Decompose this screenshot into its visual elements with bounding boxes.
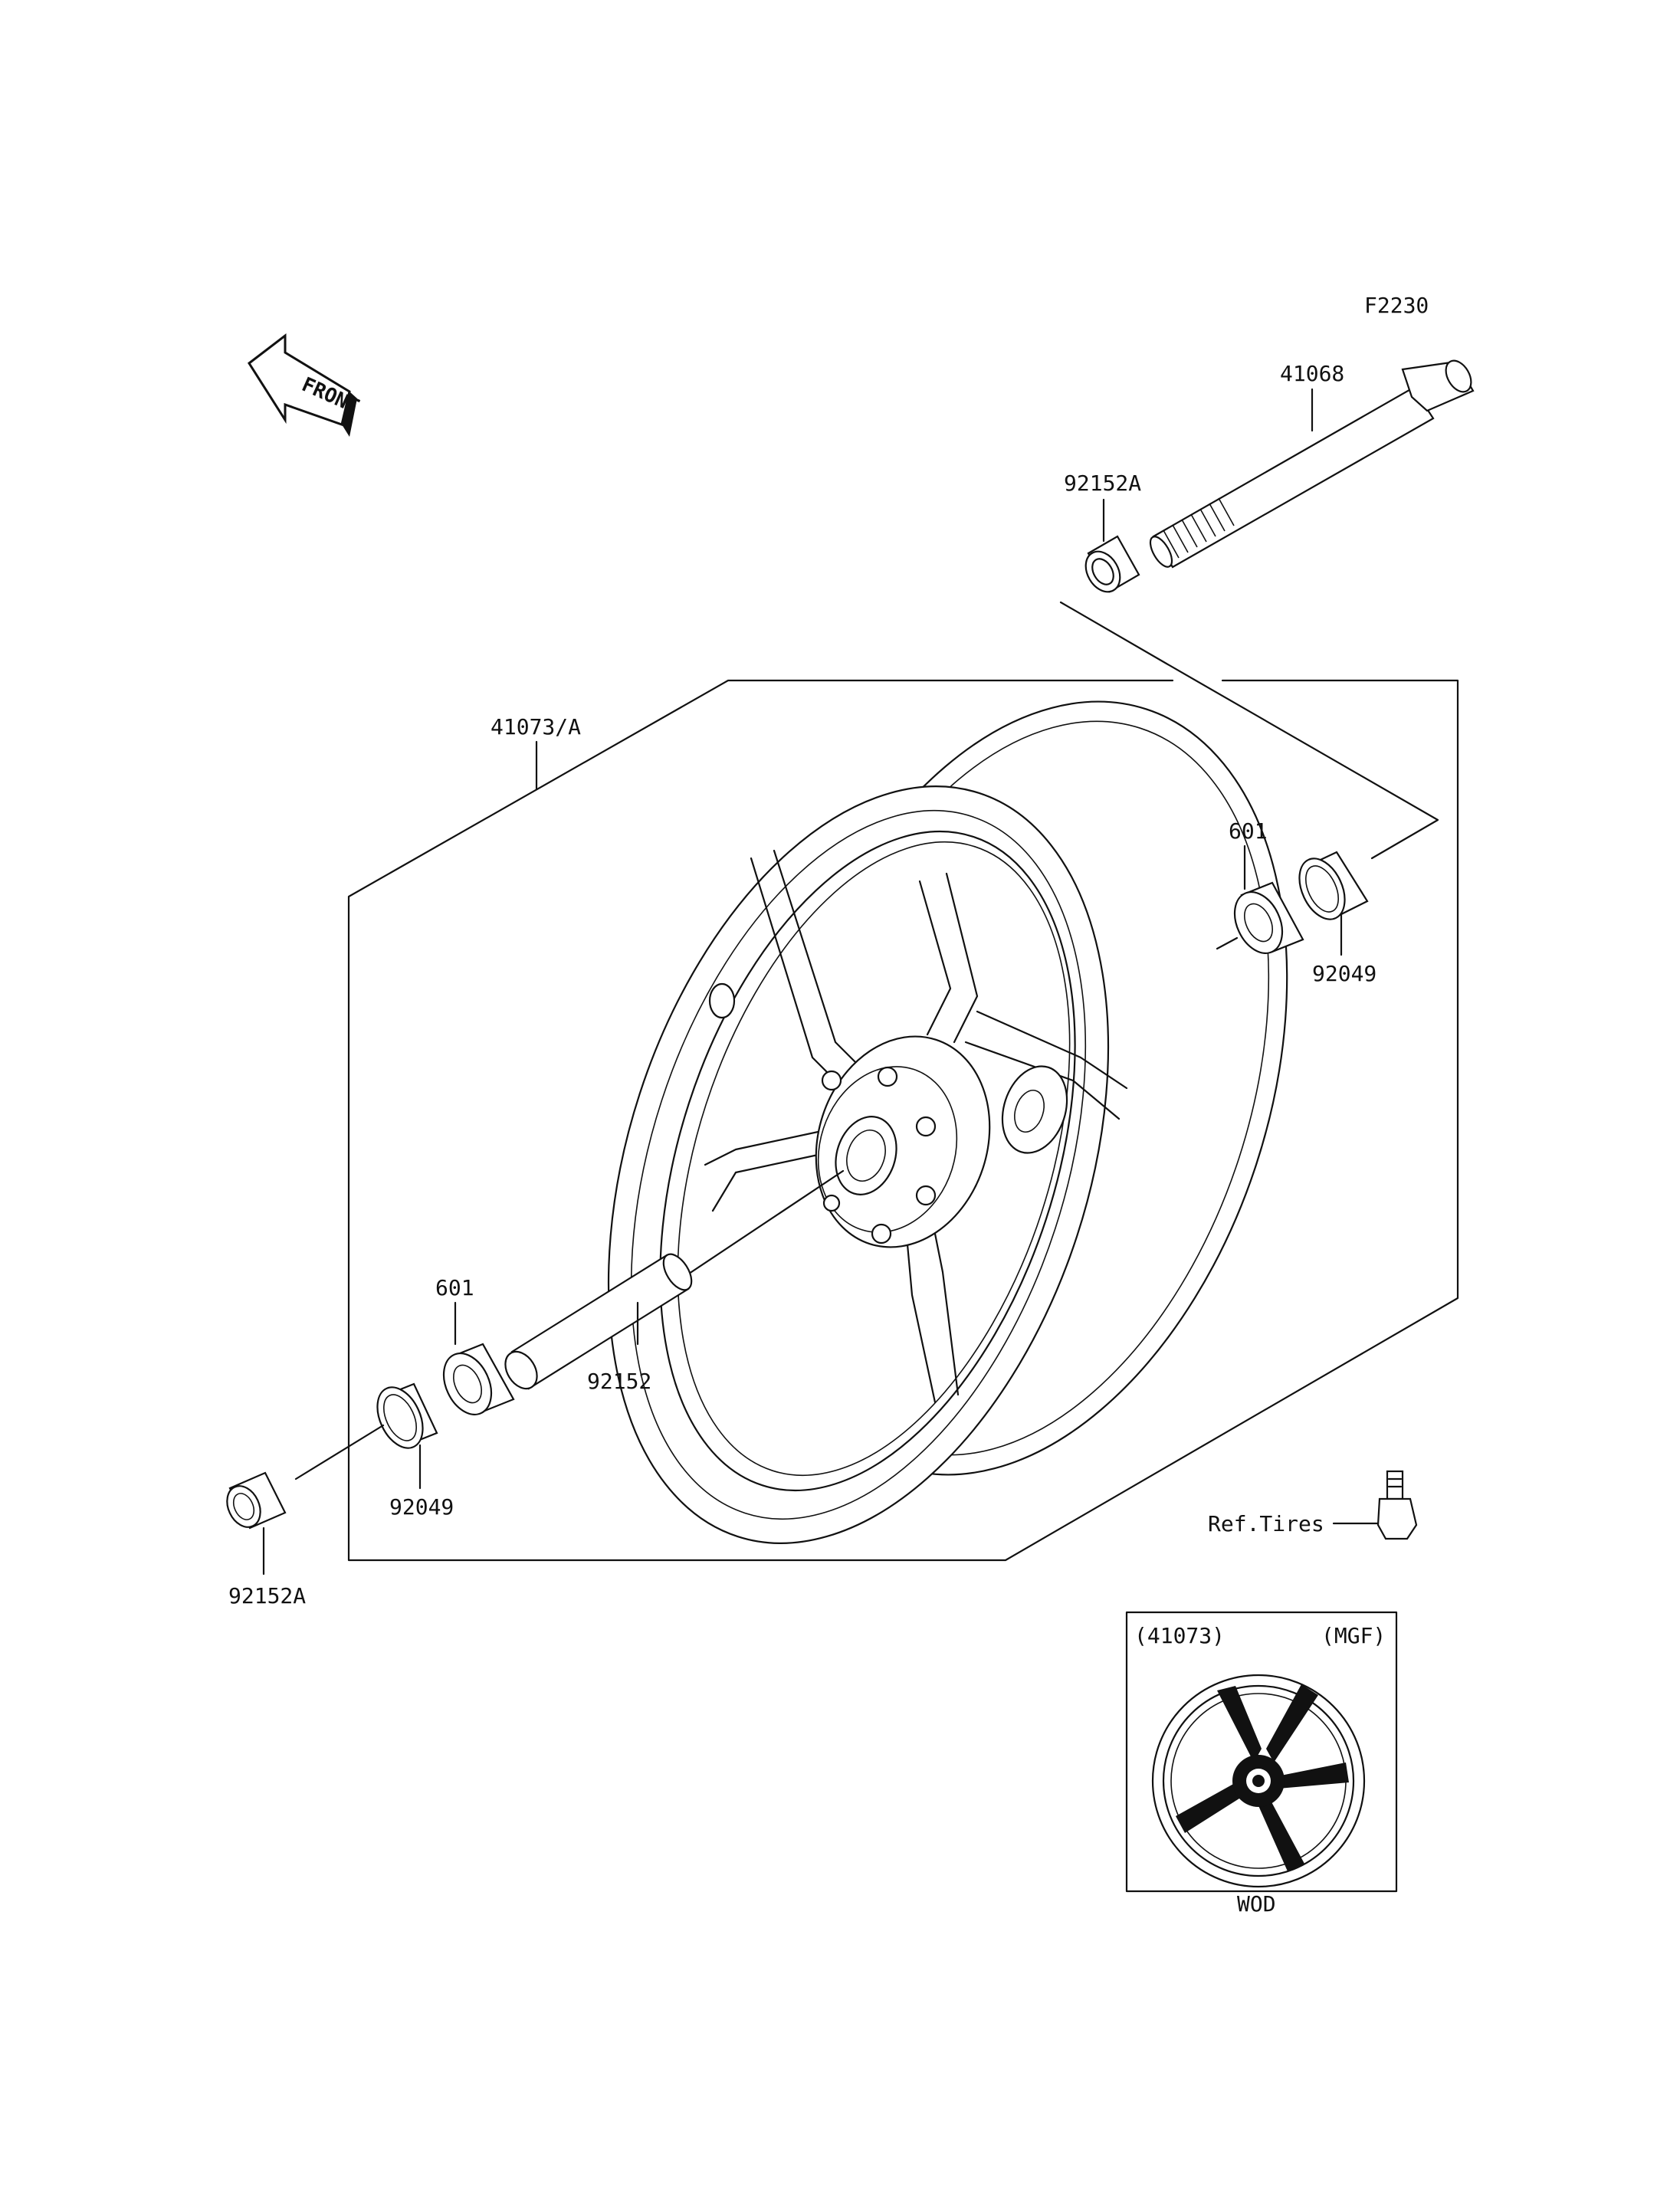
bearing-right-label: 601: [1229, 818, 1268, 844]
collar-left-label: 92152A: [228, 1583, 306, 1608]
wheel-assembly-label: 41073/A: [491, 714, 581, 739]
collar-right-leader: [1059, 601, 1439, 860]
valve-stem-icon: Ref.Tires: [1208, 1470, 1418, 1540]
bearing-left-label: 601: [435, 1275, 474, 1300]
diagram-code: F2230: [1364, 293, 1429, 318]
seal-right-label: 92049: [1312, 961, 1376, 986]
collar-right-label: 92152A: [1064, 471, 1141, 496]
seal-left-label: 92049: [389, 1494, 454, 1520]
seal-left: 92049: [294, 1382, 454, 1520]
collar-right: 92152A: [1064, 471, 1141, 593]
inset-part-number: (41073): [1134, 1623, 1225, 1648]
wheel-assembly-outline: 41073/A: [347, 679, 1459, 1562]
inset-caption: WOD: [1237, 1891, 1276, 1917]
axle: 41068: [1149, 359, 1475, 569]
front-wheel: [607, 700, 1288, 1544]
spacer: 92152: [504, 1169, 845, 1394]
collar-left: 92152A: [226, 1471, 306, 1608]
inset-wheel-icon: [1151, 1674, 1366, 1888]
wheel-color-inset: (41073) (MGF) WOD: [1125, 1611, 1398, 1917]
front-arrow-icon: FRONT: [247, 333, 363, 437]
bearing-right: 601: [1216, 818, 1304, 954]
seal-right: 92049: [1298, 851, 1376, 986]
inset-color-code: (MGF): [1321, 1623, 1386, 1648]
valve-ref-label: Ref.Tires: [1208, 1511, 1324, 1536]
bearing-left: 601: [435, 1275, 515, 1415]
axle-label: 41068: [1280, 361, 1344, 386]
spacer-label: 92152: [587, 1369, 651, 1394]
